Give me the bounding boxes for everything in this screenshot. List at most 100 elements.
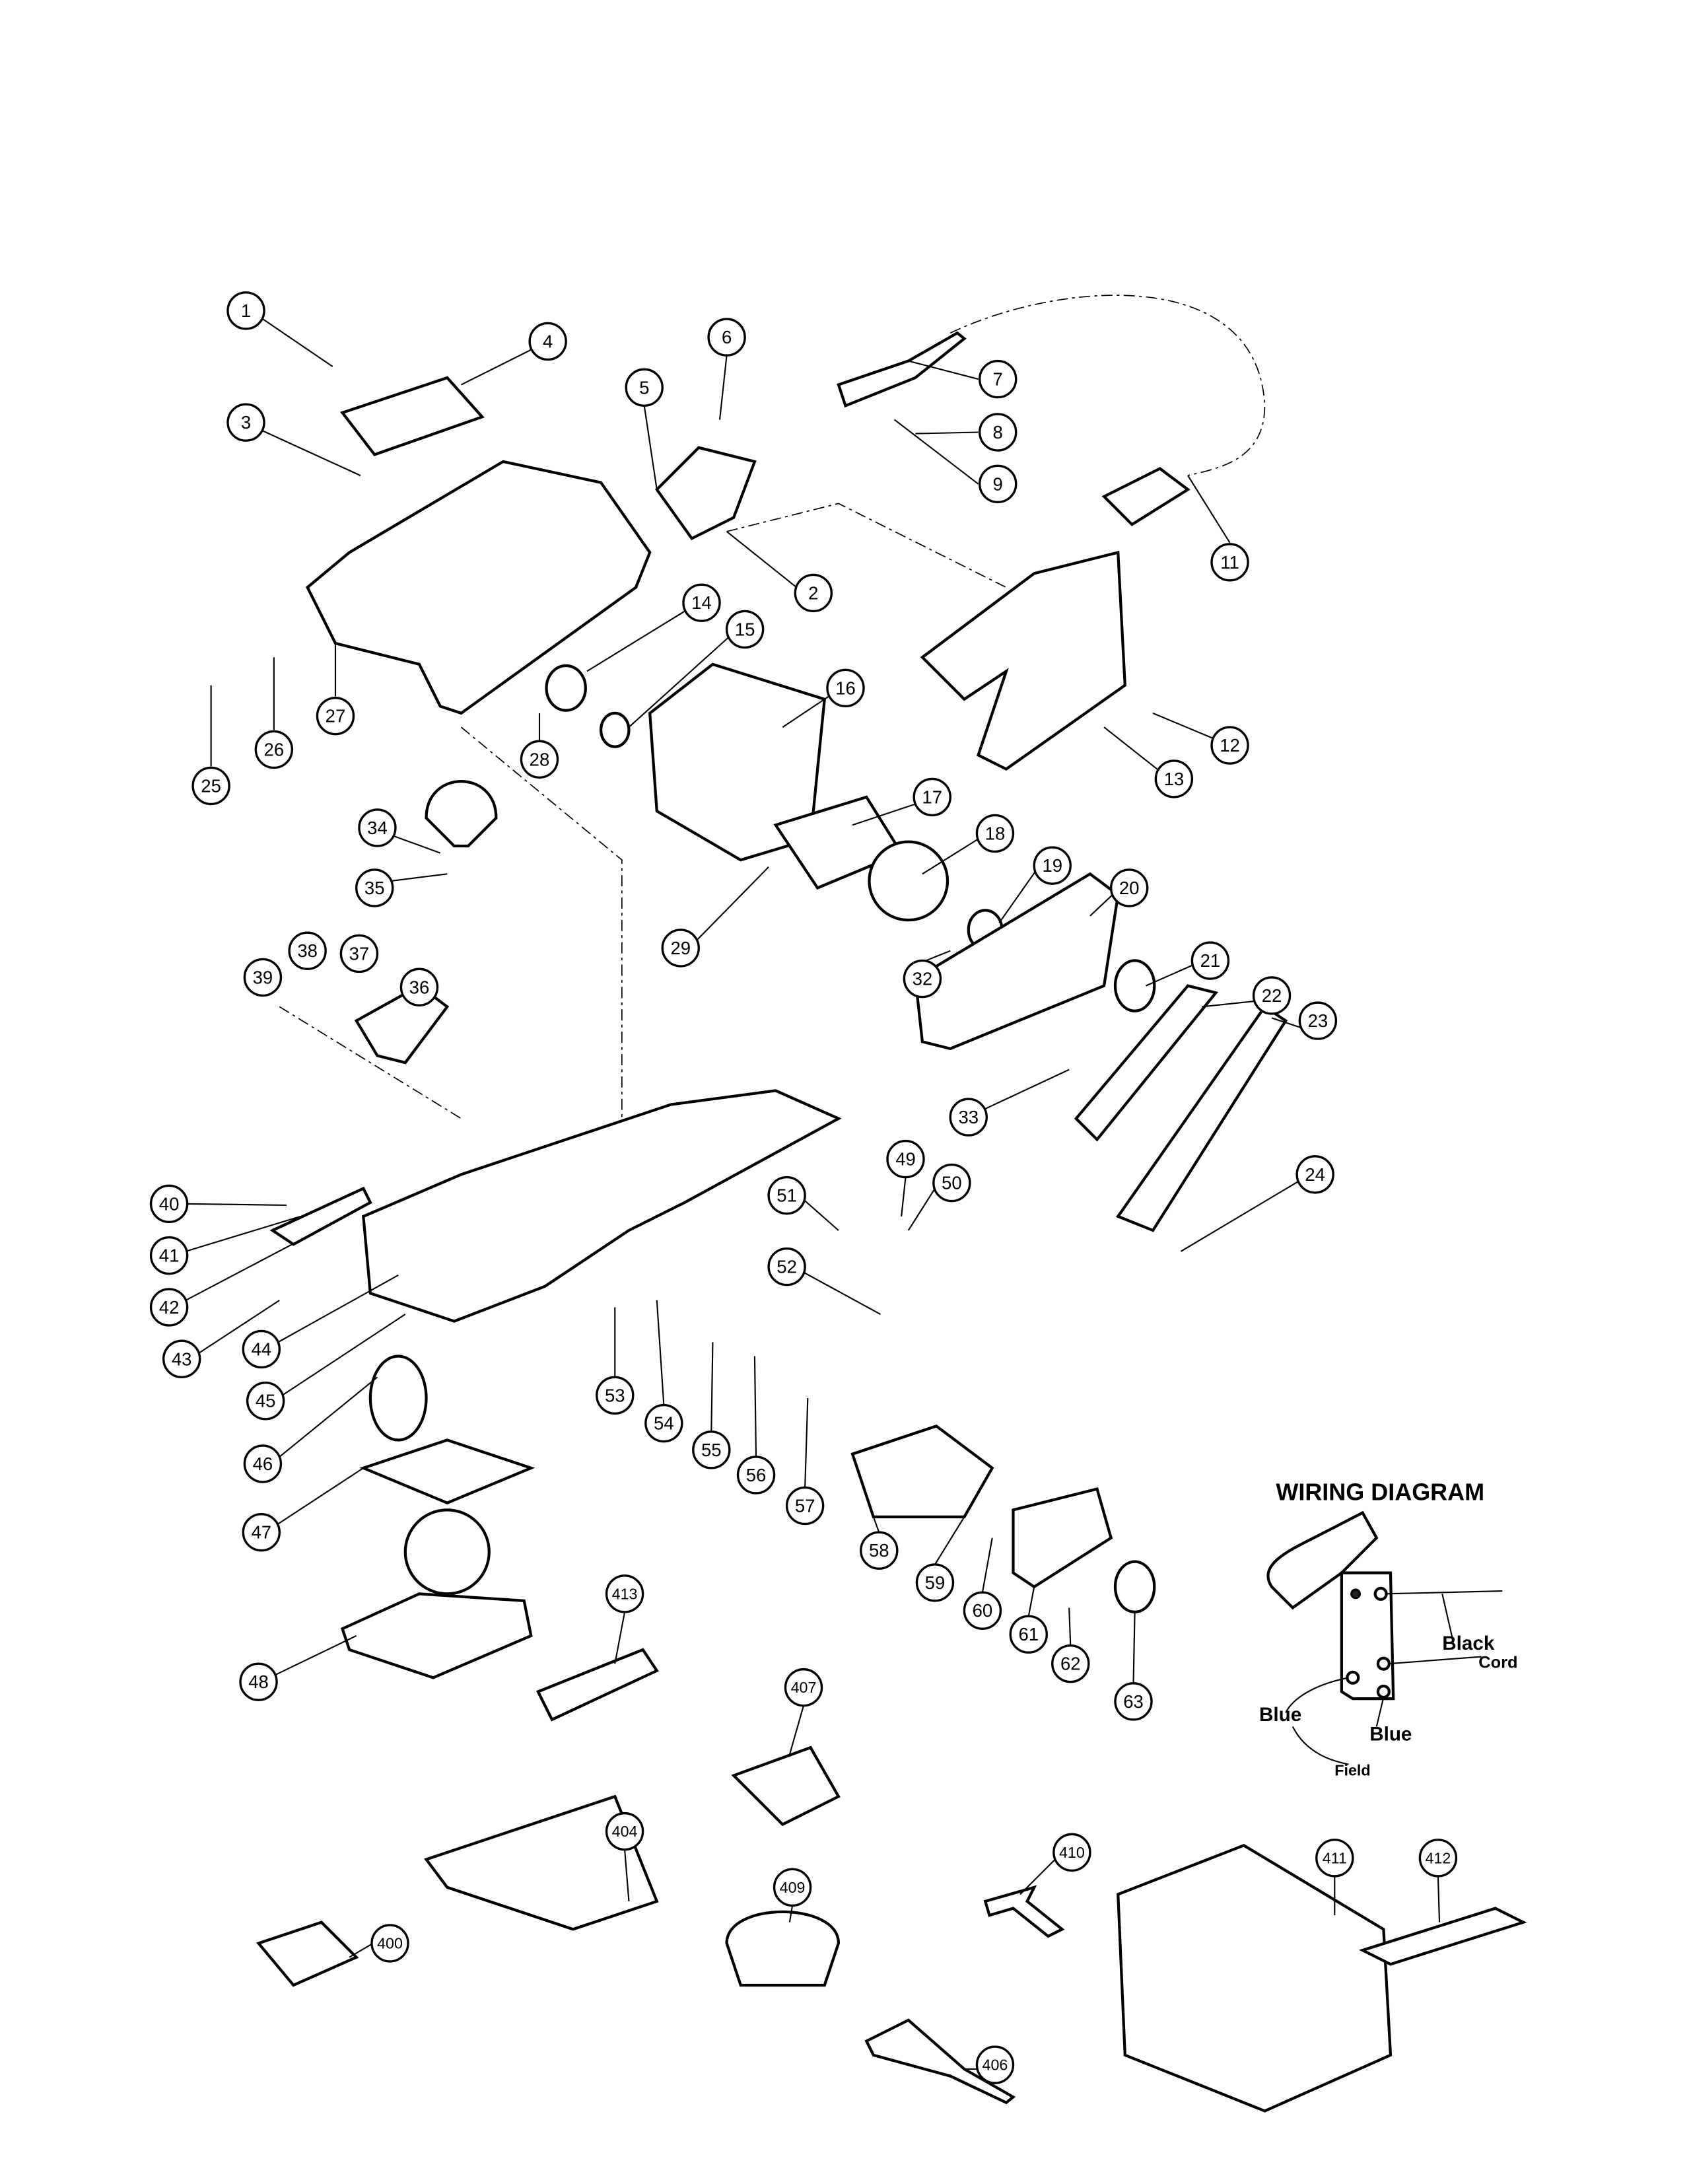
callout-circle [528, 322, 567, 361]
callout-circle [1315, 1839, 1354, 1878]
callout-60: 60 [963, 1591, 1002, 1630]
switch [655, 446, 757, 541]
callout-number: 5 [639, 377, 649, 398]
callout-63: 63 [1114, 1682, 1153, 1721]
callout-circle [975, 814, 1015, 853]
callout-circle [860, 1531, 899, 1570]
callout-circle [949, 1098, 988, 1137]
screwdriver [864, 2018, 1016, 2105]
callout-number: 19 [1042, 855, 1062, 876]
callout-number: 22 [1262, 985, 1282, 1006]
callout-number: 21 [1200, 950, 1221, 971]
wiring-terminal [1350, 1588, 1361, 1600]
callout-circle [149, 1184, 189, 1224]
fan [868, 840, 949, 922]
callout-number: 46 [253, 1454, 273, 1474]
callout-number: 3 [241, 412, 251, 433]
callout-number: 56 [746, 1465, 767, 1485]
callout-53: 53 [596, 1376, 635, 1415]
callout-22: 22 [1252, 976, 1292, 1015]
callout-number: 404 [612, 1823, 638, 1840]
callout-number: 49 [895, 1149, 916, 1170]
callout-number: 406 [983, 2057, 1008, 2074]
callout-number: 40 [159, 1193, 180, 1214]
motor-housing [305, 460, 652, 715]
callout-number: 17 [922, 787, 942, 807]
callout-42: 42 [149, 1288, 189, 1327]
wiring-diagram: WIRING DIAGRAM Black Cord Blue Blue Fiel… [1259, 1479, 1517, 1779]
callout-circle [399, 968, 439, 1006]
callout-circle [246, 1382, 285, 1421]
callout-number: 52 [776, 1257, 797, 1277]
plug [1101, 467, 1191, 526]
power-cord-line [949, 295, 1266, 476]
belt-cover [1115, 1004, 1288, 1232]
callout-number: 62 [1060, 1654, 1081, 1674]
callout-number: 12 [1220, 735, 1240, 756]
callout-circle [932, 1163, 971, 1203]
callout-circle [370, 1924, 409, 1963]
alignment-line [726, 503, 1007, 588]
callout-52: 52 [767, 1247, 806, 1286]
callout-number: 45 [256, 1391, 276, 1411]
callout-circle [149, 1288, 189, 1327]
callout-number: 38 [297, 940, 318, 961]
callout-circle [1051, 1644, 1090, 1683]
callout-number: 44 [251, 1339, 271, 1359]
callout-27: 27 [316, 696, 355, 736]
callout-21: 21 [1191, 941, 1230, 980]
callout-412: 412 [1418, 1839, 1458, 1878]
plate-47 [359, 1438, 535, 1505]
callout-55: 55 [692, 1430, 731, 1469]
blade-holder-400 [256, 1920, 359, 1987]
bearing-box [1012, 1487, 1113, 1589]
callout-number: 407 [791, 1679, 817, 1696]
wiring-diagram-title: WIRING DIAGRAM [1276, 1479, 1484, 1506]
callout-number: 4 [543, 331, 553, 351]
callout-3: 3 [226, 403, 265, 442]
callout-number: 24 [1305, 1164, 1325, 1185]
callout-50: 50 [932, 1163, 971, 1203]
blade-412 [1358, 1907, 1527, 1966]
callout-number: 50 [942, 1173, 962, 1193]
callout-number: 400 [377, 1934, 403, 1952]
callout-circle [1033, 846, 1072, 885]
callout-number: 41 [159, 1246, 180, 1266]
pulley-21 [1113, 959, 1156, 1012]
callout-circle [1298, 1001, 1338, 1040]
callout-number: 412 [1425, 1849, 1451, 1866]
callout-circle [226, 291, 265, 330]
callout-circle [826, 668, 865, 708]
callout-number: 35 [364, 878, 385, 898]
callout-number: 27 [326, 706, 346, 726]
callout-number: 25 [201, 775, 221, 796]
callout-circle [162, 1339, 201, 1378]
callout-circle [978, 413, 1018, 452]
callout-circle [239, 1662, 278, 1701]
callout-circle [596, 1376, 635, 1415]
callout-number: 43 [172, 1349, 192, 1369]
callout-number: 63 [1123, 1691, 1144, 1712]
callout-circle [605, 1574, 644, 1613]
alignment-line [460, 726, 623, 1216]
callout-number: 61 [1018, 1624, 1039, 1644]
ball-bearing-14 [545, 664, 587, 712]
callout-25: 25 [191, 766, 230, 806]
callout-number: 409 [780, 1879, 806, 1896]
callout-35: 35 [355, 868, 394, 907]
callout-46: 46 [243, 1444, 283, 1483]
callout-number: 37 [349, 943, 370, 964]
callout-number: 20 [1119, 878, 1140, 898]
callout-number: 2 [808, 582, 818, 603]
callout-39: 39 [243, 958, 283, 997]
callout-number: 47 [251, 1522, 271, 1543]
callout-circle [1210, 726, 1249, 765]
callout-number: 48 [248, 1672, 269, 1692]
callout-407: 407 [784, 1668, 823, 1707]
wiring-label-cord: Cord [1478, 1654, 1517, 1672]
callout-circle [767, 1247, 806, 1286]
callout-13: 13 [1154, 759, 1194, 798]
callout-404: 404 [605, 1812, 644, 1851]
callout-circle [1114, 1682, 1153, 1721]
callout-circle [913, 777, 951, 817]
